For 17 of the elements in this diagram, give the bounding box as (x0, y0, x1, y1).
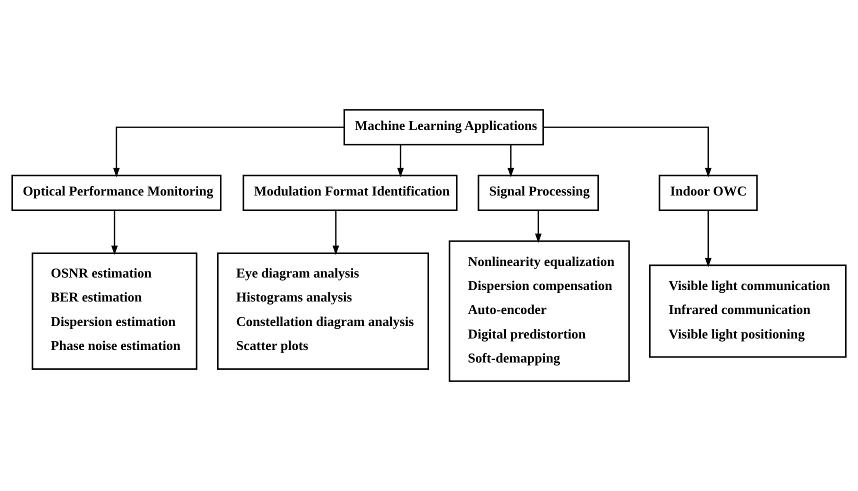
arrow (332, 210, 340, 256)
node-box: Visible light communication Infrared communication Visible light positioning (649, 264, 847, 358)
node-box: Signal Processing (478, 174, 599, 212)
node-box: Optical Performance Monitoring (11, 174, 222, 212)
arrow (397, 144, 404, 178)
arrow (111, 210, 118, 256)
arrow (535, 210, 542, 244)
arrow (113, 126, 344, 178)
node-box: Machine Learning Applications (344, 109, 544, 146)
arrow (543, 126, 712, 178)
node-box: OSNR estimation BER estimation Dispersion estimation Phase noise estimation (32, 252, 198, 370)
node-box: Modulation Format Identification (242, 174, 458, 212)
node-box: Nonlinearity equalization Dispersion compensation Auto-encoder Digital predistortion Soft-demapping (448, 240, 630, 382)
node-box: Indoor OWC (658, 174, 758, 212)
arrow (508, 144, 514, 178)
arrow (704, 210, 712, 268)
node-box: Eye diagram analysis Histograms analysis Constellation diagram analysis Scatter plots (217, 252, 430, 370)
